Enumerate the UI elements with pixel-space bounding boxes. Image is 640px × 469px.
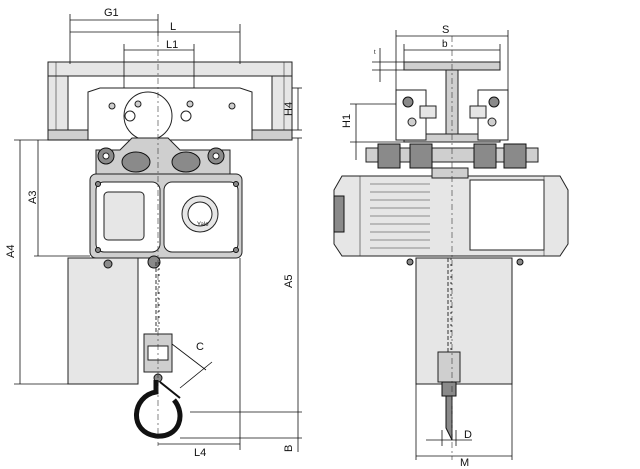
dim-l4: L4 [194,447,206,459]
side-chain-bucket [415,257,513,385]
dim-l: L [170,21,176,33]
chain-bucket [67,257,139,385]
dim-l1: L1 [166,39,178,51]
brand-label: Yale [197,222,209,228]
dim-d: D [464,429,472,441]
dim-a3: A3 [27,191,39,204]
dim-m: M [460,457,469,469]
motor-cover-window [103,191,145,241]
dim-a4: A4 [5,245,17,258]
dim-h4: H4 [283,102,295,116]
hook-latch [159,381,181,399]
front-dimensions: G1 L L1 H4 A3 A4 A5 B [5,7,302,459]
dim-b-cap: B [283,445,295,452]
side-dimensions: S b t H1 D M [341,24,513,469]
beam-flange-top [47,61,293,77]
trolley-wheel-bolt-right [180,110,192,122]
trolley-wheel-bolt-left [124,110,136,122]
motor-fins [370,183,430,249]
side-view [333,36,569,460]
hook [134,380,183,439]
side-hook [445,395,453,441]
dim-h1: H1 [341,114,353,128]
dim-c: C [196,341,204,353]
load-chain [155,262,160,335]
front-view: Yale [47,36,293,446]
dim-s: S [442,24,449,36]
hook-block-top-left [121,151,151,173]
dim-b: b [442,39,448,50]
dim-t: t [374,50,376,56]
side-hook-block [437,351,461,383]
hook-block-top-right [171,151,201,173]
beam-left-side [47,75,69,139]
dim-g1: G1 [104,7,119,19]
dim-a5: A5 [283,275,295,288]
